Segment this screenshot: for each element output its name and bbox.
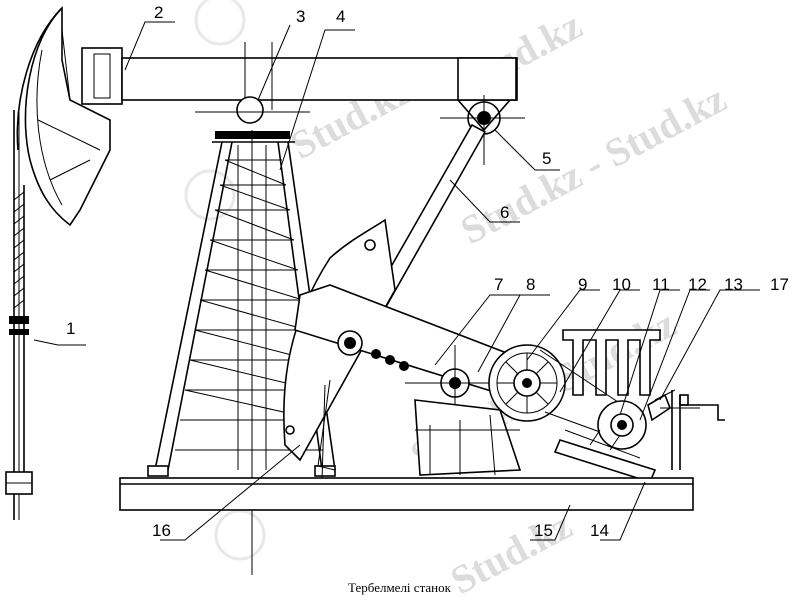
watermark-logo-3	[214, 509, 266, 561]
crank	[294, 284, 526, 402]
horse-head	[16, 6, 111, 227]
motor	[597, 389, 689, 450]
label-13: 13	[724, 275, 743, 294]
label-10: 10	[612, 275, 631, 294]
label-2: 2	[154, 3, 163, 22]
crank-shaft	[405, 345, 500, 430]
label-12: 12	[688, 275, 707, 294]
label-3: 3	[296, 7, 305, 26]
samson-post	[147, 130, 336, 575]
label-8: 8	[526, 275, 535, 294]
label-9: 9	[578, 275, 587, 294]
base-frame	[119, 477, 694, 511]
label-5: 5	[542, 149, 551, 168]
polished-rod	[5, 110, 33, 520]
label-1: 1	[66, 319, 75, 338]
leader-lines	[33, 21, 760, 541]
watermark-logo-1	[194, 0, 246, 46]
brake	[660, 390, 725, 470]
part-labels: 1 2 3 4 5 6 7 8 9 10 11 12 13 14 15 16 1…	[66, 3, 789, 540]
label-4: 4	[336, 7, 345, 26]
label-16: 16	[152, 521, 171, 540]
equalizer-bearing	[440, 95, 525, 165]
label-14: 14	[590, 521, 609, 540]
watermark-logo-2	[184, 169, 236, 221]
label-15: 15	[534, 521, 553, 540]
label-6: 6	[500, 203, 509, 222]
label-7: 7	[494, 275, 503, 294]
gearbox-stand	[414, 399, 522, 476]
figure-caption: Тербелмелі станок	[348, 580, 451, 595]
watermark-3: Stud.kz - Stud.kz	[453, 75, 733, 252]
walking-beam	[81, 42, 518, 110]
label-11: 11	[652, 275, 670, 294]
label-17: 17	[770, 275, 789, 294]
reducer-pulley	[488, 344, 566, 422]
belt-guard	[539, 329, 661, 433]
